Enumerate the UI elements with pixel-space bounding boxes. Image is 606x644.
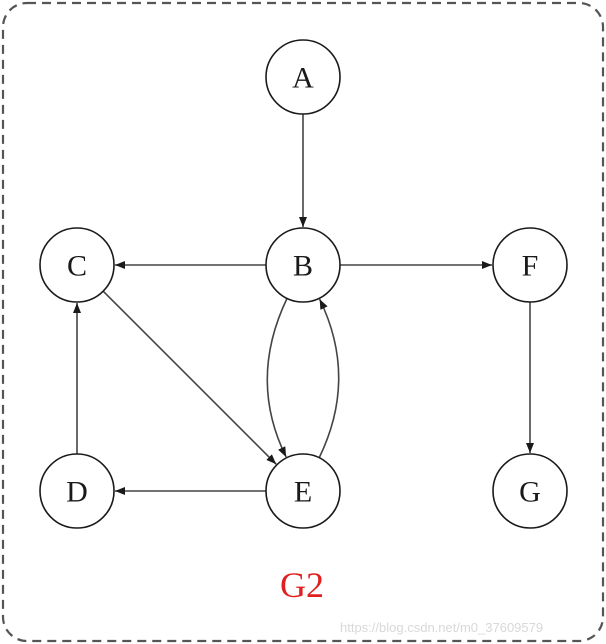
node-circle [265,227,341,303]
node-circle [265,39,341,115]
edge-e-to-b [318,298,340,459]
node-circle [39,453,115,529]
node-a: A [265,39,341,115]
edges-layer [73,114,534,495]
node-label: B [293,250,313,283]
node-circle [492,453,568,529]
node-label: D [66,476,88,509]
node-d: D [39,453,115,529]
node-label: C [67,250,87,283]
node-label: F [522,250,539,283]
node-g: G [492,453,568,529]
node-circle [39,227,115,303]
node-label: E [294,476,312,509]
node-circle [265,453,341,529]
node-c: C [39,227,115,303]
node-e: E [265,453,341,529]
nodes-layer: A B C D E F G [39,39,568,529]
node-b: B [265,227,341,303]
node-circle [492,227,568,303]
watermark-text: https://blog.csdn.net/m0_37609579 [340,620,543,635]
node-f: F [492,227,568,303]
edge-b-to-e [266,298,288,458]
node-label: G [519,476,541,509]
graph-caption: G2 [280,565,324,605]
edge-c-to-e [102,290,277,465]
node-label: A [292,62,314,95]
